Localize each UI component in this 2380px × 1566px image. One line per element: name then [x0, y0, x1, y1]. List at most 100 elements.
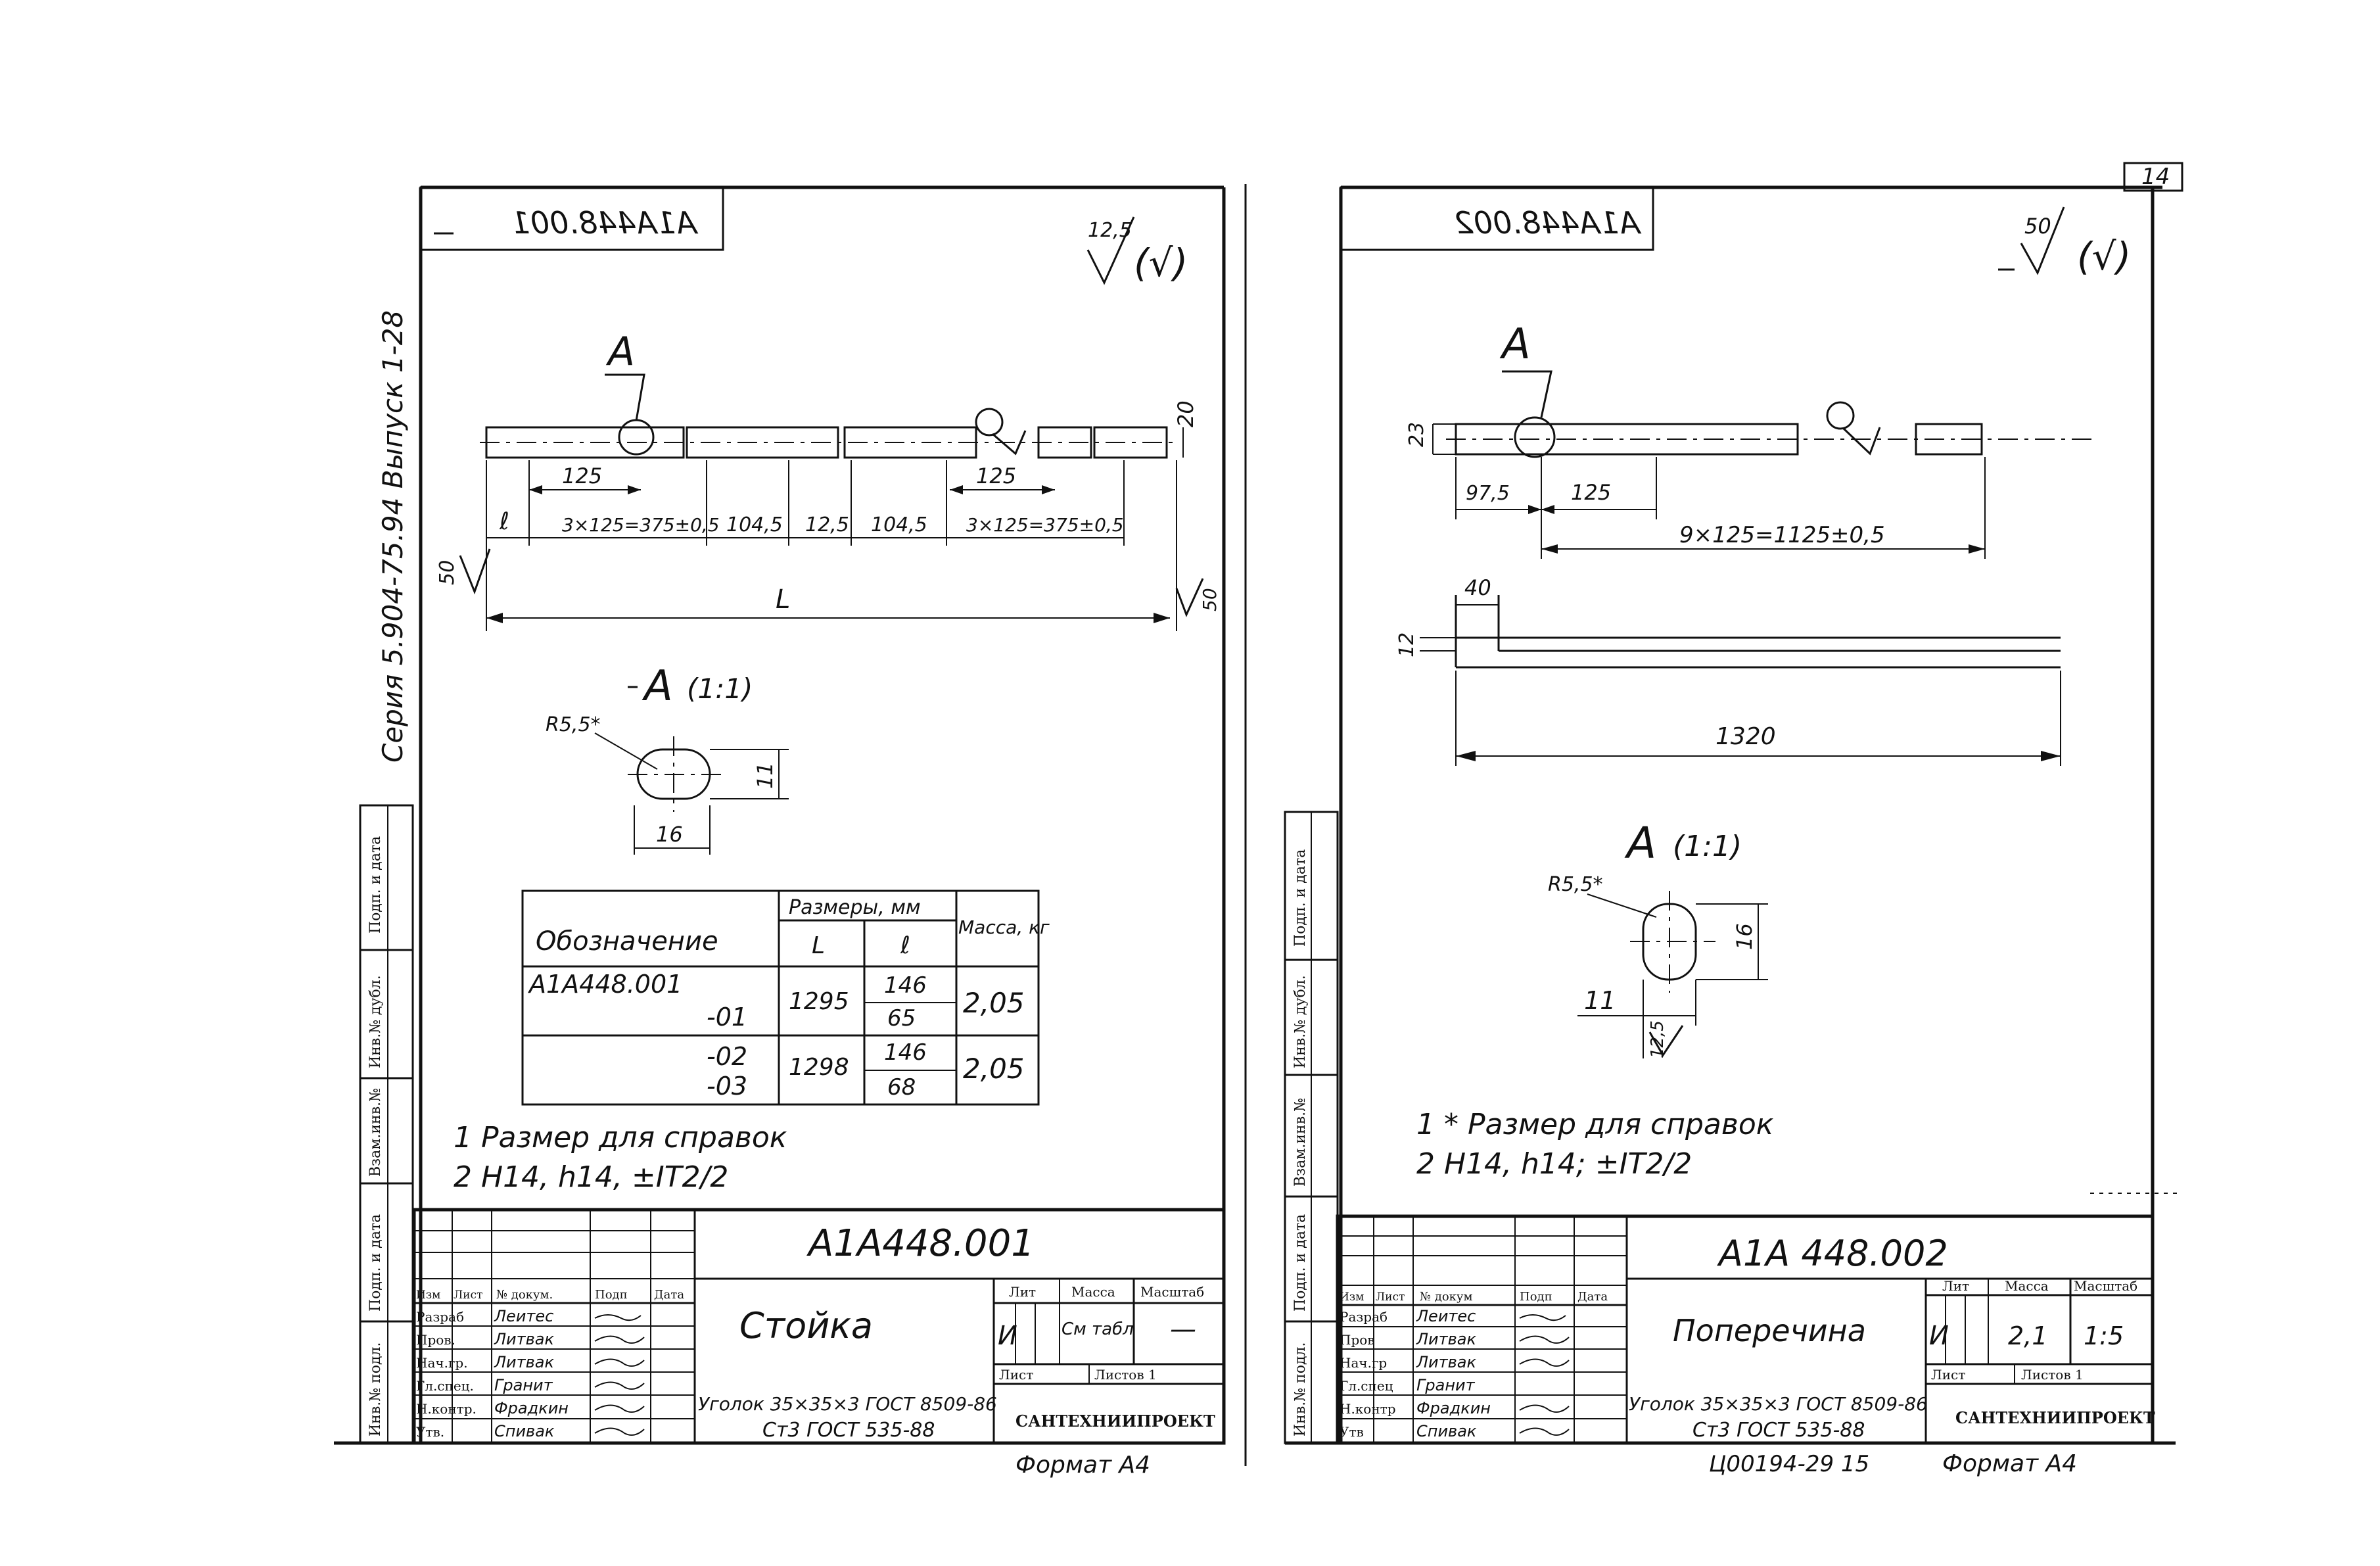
sheet-2-notes: 1 * Размер для справок 2 H14, h14; ±IT2/… [1416, 1108, 2182, 1194]
sheet-2-section-roughness: 12,5 [1648, 1020, 1668, 1058]
tb2-role-0: Разраб [1340, 1309, 1388, 1325]
sheet-2-mirrored-code: А1А448.002 [1455, 205, 1642, 241]
sheet-2-roughness: 50 (√) [1998, 206, 2131, 279]
table-row-2-designation: -01 [707, 1003, 747, 1032]
tb1-role-2: Нач.гр. [416, 1355, 468, 1371]
tb1-lit-label: Лит [1009, 1284, 1036, 1300]
sheet-1-view-letter: A [605, 329, 635, 375]
table-header-l: ℓ [900, 932, 910, 959]
sheet-2-note-2: 2 H14, h14; ±IT2/2 [1416, 1147, 1692, 1181]
sheet-1-roughness: 12,5 (√) [1086, 216, 1188, 285]
tb2-role-5: Утв [1340, 1424, 1364, 1440]
tb1-role-1: Пров. [416, 1332, 455, 1348]
sheet-2-part-drawing: A 23 97,5 125 9×125=1125±0,5 4 [1395, 320, 2097, 766]
tb2-lit-label: Лит [1942, 1278, 1969, 1294]
tb1-mass-value: См табл [1062, 1319, 1134, 1339]
sheet-1-section-title: A [642, 662, 673, 711]
table-row-1-l: 146 [884, 972, 927, 999]
sheet-2-dim-125: 125 [1571, 480, 1611, 505]
sheet-2-dim-chain: 9×125=1125±0,5 [1679, 522, 1885, 548]
tb1-material-2: Ст3 ГОСТ 535-88 [762, 1419, 935, 1442]
sheet-1-section-height: 11 [753, 762, 778, 789]
sheet-1-mirrored-code: А1А448.001 [511, 205, 699, 241]
sheet-1-format: Формат А4 [1015, 1452, 1150, 1479]
sheet-1-frame [334, 185, 1226, 1445]
sheet-1-dim-height: 20 [1173, 400, 1198, 427]
sheet-1-dim-chain-2: 3×125=375±0,5 [966, 514, 1124, 536]
tb2-col-date: Дата [1577, 1290, 1608, 1304]
side-stamp-sign-date-1: Подп. и дата [367, 836, 384, 934]
table-row-1-mass: 2,05 [963, 987, 1025, 1019]
table-row-1-designation: А1А448.001 [527, 970, 682, 999]
sheet-2-dim-40: 40 [1464, 575, 1491, 600]
tb2-role-3: Гл.спец [1340, 1378, 1393, 1394]
sheet-1-roughness-50-left: 50 [436, 560, 459, 585]
tb1-name-3: Гранит [494, 1376, 553, 1394]
tb1-name: Стойка [739, 1305, 873, 1346]
tb2-material-2: Ст3 ГОСТ 535-88 [1692, 1419, 1865, 1442]
table-header-L: L [812, 932, 825, 959]
tb2-name-3: Гранит [1416, 1376, 1476, 1394]
tb2-name-2: Литвак [1416, 1353, 1476, 1371]
sheet-2-section-title: A [1624, 818, 1656, 868]
sheet-1-dim-1045-b: 104,5 [871, 513, 927, 536]
table-row-3-L: 1298 [789, 1054, 849, 1081]
sheet-2-section-scale: (1:1) [1673, 830, 1742, 863]
tb1-sheet-label: Лист [999, 1367, 1033, 1383]
tb2-col-doc: № докум [1420, 1290, 1473, 1304]
table-row-1-L: 1295 [789, 988, 849, 1015]
sheet-2-roughness-symbol: (√) [2077, 234, 2131, 279]
tb1-scale-label: Масштаб [1140, 1284, 1204, 1300]
tb2-name-0: Леитес [1416, 1307, 1476, 1325]
tb2-mass-label: Масса [2005, 1278, 2049, 1294]
side-stamp-2-sign-date-2: Подп. и дата [1292, 1214, 1309, 1312]
tb1-material-1: Уголок 35×35×3 ГОСТ 8509-86 [698, 1393, 997, 1415]
series-label: Серия 5.904-75.94 Выпуск 1-28 [377, 310, 409, 763]
sheet-1-size-table: Обозначение Размеры, мм L ℓ Масса, кг А1… [521, 890, 1050, 1106]
sheet-1-dim-125-mid: 12,5 [805, 513, 849, 536]
tb2-name: Поперечина [1673, 1313, 1866, 1348]
page-number: 14 [2141, 164, 2170, 190]
tb1-col-izm: Изм [416, 1289, 440, 1302]
sheet-2-code-box: А1А448.002 [1340, 186, 1654, 251]
sheet-2-dim-total: 1320 [1715, 723, 1776, 750]
side-stamp-sign-date-2: Подп. и дата [367, 1214, 384, 1312]
tb2-name-5: Спивак [1416, 1422, 1477, 1440]
sheet-2-section-a: A (1:1) R5,5* 16 11 12,5 [1548, 818, 1768, 1058]
sheet-2-format: Формат А4 [1942, 1450, 2077, 1477]
table-row-4-designation: -03 [707, 1072, 747, 1101]
tb2-sheet-label: Лист [1931, 1367, 1965, 1383]
sheet-1-roughness-50-right: 50 [1199, 588, 1221, 611]
table-header-sizes: Размеры, мм [789, 896, 921, 919]
sheet-1-notes: 1 Размер для справок 2 H14, h14, ±IT2/2 [454, 1121, 787, 1194]
sheet-2-dim-975: 97,5 [1466, 482, 1510, 505]
sheet-1-dim-125-top: 125 [562, 463, 602, 488]
tb1-name-4: Фрадкин [494, 1399, 569, 1417]
tb2-col-list: Лист [1376, 1291, 1405, 1304]
tb1-name-2: Литвак [494, 1353, 554, 1371]
table-row-3-designation: -02 [707, 1042, 747, 1071]
tb1-col-date: Дата [654, 1288, 684, 1302]
sheet-2-title-block: Изм Лист № докум Подп Дата Разраб Пров Н… [1336, 1214, 2155, 1445]
sheet-1-section-scale: (1:1) [687, 673, 753, 705]
tb1-name-5: Спивак [494, 1422, 555, 1440]
tb2-role-2: Нач.гр [1340, 1355, 1387, 1371]
sheet-2-doc-number: Ц00194-29 15 [1709, 1451, 1869, 1477]
side-stamp-dup-inv: Инв.№ дубл. [367, 975, 384, 1068]
sheet-1-note-2: 2 H14, h14, ±IT2/2 [454, 1160, 728, 1194]
table-row-4-l: 68 [887, 1074, 916, 1101]
table-row-3-l: 146 [884, 1039, 927, 1066]
tb2-mass-value: 2,1 [2008, 1321, 2047, 1350]
tb1-code: А1А448.001 [806, 1222, 1035, 1265]
sheet-1-dim-chain-1: 3×125=375±0,5 [562, 514, 720, 536]
sheet-2-section-height: 16 [1732, 923, 1757, 950]
tb2-scale-value: 1:5 [2084, 1321, 2124, 1350]
sheet-2-dim-12: 12 [1395, 632, 1418, 657]
tb2-col-izm: Изм [1340, 1291, 1364, 1304]
side-stamp-2-sign-date-1: Подп. и дата [1292, 849, 1309, 947]
table-header-mass: Масса, кг [958, 916, 1050, 938]
tb2-scale-label: Масштаб [2074, 1278, 2137, 1294]
table-header-designation: Обозначение [536, 926, 718, 957]
side-stamp-orig-inv: Инв.№ подл. [367, 1342, 384, 1436]
